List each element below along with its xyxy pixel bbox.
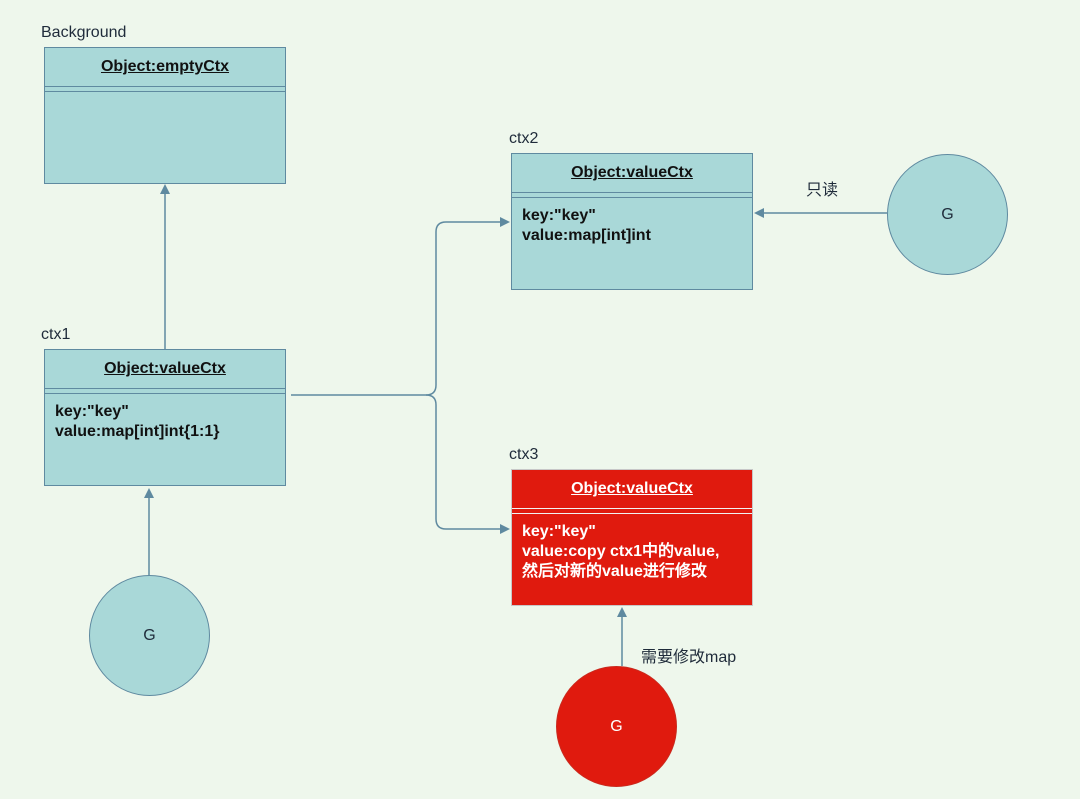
ctx1-node-divider (45, 391, 285, 394)
ctx3-value-line: value:copy ctx1中的value, (522, 543, 720, 560)
ctx3-modify-line: 然后对新的value进行修改 (522, 563, 707, 580)
ctx3-node-divider (512, 511, 752, 514)
ctx1-node-title: Object:valueCtx (45, 350, 285, 389)
edge-label-modify-map: 需要修改map (641, 649, 737, 666)
ctx3-node-body: key:"key" value:copy ctx1中的value, 然后对新的v… (512, 514, 752, 590)
edge-label-readonly: 只读 (806, 182, 839, 199)
background-node-divider (45, 89, 285, 92)
ctx2-node: Object:valueCtx key:"key" value:map[int]… (511, 153, 753, 290)
ctx3-node: Object:valueCtx key:"key" value:copy ctx… (511, 469, 753, 606)
ctx2-node-title: Object:valueCtx (512, 154, 752, 193)
ctx2-node-divider (512, 195, 752, 198)
ctx1-value-line: value:map[int]int{1:1} (55, 423, 220, 440)
edge-ctx1-to-ctx2 (291, 217, 510, 396)
ctx2-node-body: key:"key" value:map[int]int (512, 198, 752, 254)
ctx2-caption: ctx2 (509, 130, 539, 147)
background-caption: Background (41, 24, 127, 41)
background-node-title: Object:emptyCtx (45, 48, 285, 87)
ctx3-key-line: key:"key" (522, 523, 596, 540)
ctx1-node: Object:valueCtx key:"key" value:map[int]… (44, 349, 286, 486)
ctx2-value-line: value:map[int]int (522, 227, 651, 244)
ctx3-caption: ctx3 (509, 446, 539, 463)
ctx1-caption: ctx1 (41, 326, 71, 343)
ctx2-key-line: key:"key" (522, 207, 596, 224)
goroutine-g2: G (887, 154, 1008, 275)
ctx3-node-title: Object:valueCtx (512, 470, 752, 509)
goroutine-g1: G (89, 575, 210, 696)
ctx1-node-body: key:"key" value:map[int]int{1:1} (45, 394, 285, 450)
edge-ctx1-to-ctx3 (425, 394, 510, 534)
background-node: Object:emptyCtx (44, 47, 286, 184)
goroutine-g3: G (556, 666, 677, 787)
ctx1-key-line: key:"key" (55, 403, 129, 420)
